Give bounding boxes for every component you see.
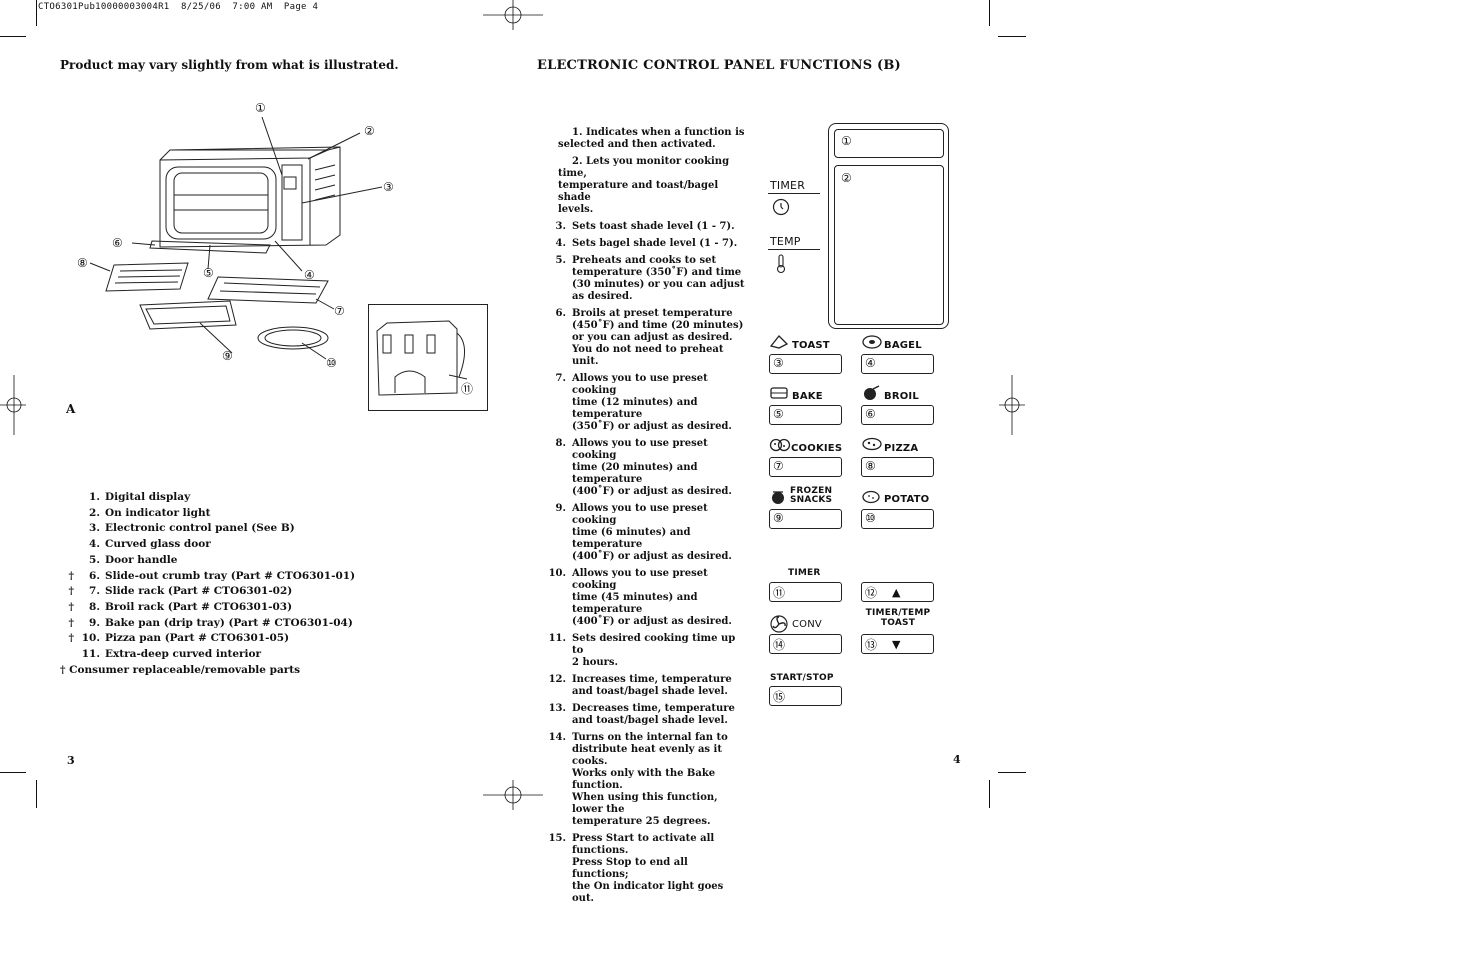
function-item: 14.Turns on the internal fan to distribu… bbox=[548, 732, 728, 827]
cookies-label: COOKIES bbox=[791, 443, 843, 454]
function-item: 9.Allows you to use preset cooking time … bbox=[555, 503, 732, 562]
parts-list-item: †7.Slide rack (Part # CTO6301-02) bbox=[68, 585, 293, 598]
callout-1: ① bbox=[255, 101, 266, 115]
callout-4: ④ bbox=[304, 268, 315, 282]
up-arrow-icon: ▲ bbox=[892, 586, 901, 599]
temp-label: TEMP bbox=[770, 235, 801, 248]
timer-label: TIMER bbox=[770, 179, 806, 192]
bagel-button[interactable]: ④ bbox=[861, 354, 934, 374]
callout-8: ⑧ bbox=[77, 256, 88, 270]
broil-label: BROIL bbox=[884, 391, 919, 402]
parts-list-item: 1.Digital display bbox=[89, 491, 191, 503]
function-item: 15.Press Start to activate all functions… bbox=[548, 833, 724, 904]
function-item: 3.Sets toast shade level (1 - 7). bbox=[555, 221, 735, 232]
callout-9: ⑨ bbox=[222, 349, 233, 363]
parts-list-item: †10.Pizza pan (Part # CTO6301-05) bbox=[68, 632, 290, 645]
function-item: 8.Allows you to use preset cooking time … bbox=[555, 438, 732, 497]
callout-5: ⑤ bbox=[203, 266, 214, 280]
parts-list-item: †8.Broil rack (Part # CTO6301-03) bbox=[68, 600, 293, 613]
timer-button[interactable]: ⑪ bbox=[769, 582, 842, 602]
toast-label: TOAST bbox=[792, 340, 830, 351]
bagel-icon bbox=[862, 335, 882, 349]
timer-underline bbox=[768, 193, 820, 194]
cookies-icon bbox=[769, 438, 791, 452]
function-item: 10.Allows you to use preset cooking time… bbox=[548, 568, 732, 627]
callout-3: ③ bbox=[383, 180, 394, 194]
pizza-label: PIZZA bbox=[884, 443, 919, 454]
digital-display: ② bbox=[834, 165, 944, 325]
parts-list-item: 2.On indicator light bbox=[89, 506, 211, 519]
registration-mark-bottom bbox=[483, 780, 543, 810]
function-list: 1. Indicates when a function is selected… bbox=[540, 127, 745, 910]
callout-10: ⑩ bbox=[326, 356, 337, 370]
inset-box: ⑪ bbox=[368, 304, 488, 411]
figure-label: A bbox=[66, 402, 76, 416]
function-item: 13.Decreases time, temperature and toast… bbox=[548, 703, 735, 726]
temp-underline bbox=[768, 249, 820, 250]
bake-label: BAKE bbox=[792, 391, 823, 402]
function-item: 11.Sets desired cooking time up to 2 hou… bbox=[548, 633, 736, 668]
start-stop-label: START/STOP bbox=[770, 673, 834, 683]
toast-icon bbox=[769, 335, 789, 349]
fan-icon bbox=[770, 615, 788, 633]
function-item: 4.Sets bagel shade level (1 - 7). bbox=[555, 238, 738, 249]
oven-side-illustration: ⑪ bbox=[376, 320, 473, 396]
callout-6: ⑥ bbox=[112, 236, 123, 250]
bagel-label: BAGEL bbox=[884, 340, 922, 351]
callout-7: ⑦ bbox=[334, 304, 345, 318]
page-number-left: 3 bbox=[67, 754, 75, 767]
function-item: 5.Preheats and cooks to set temperature … bbox=[555, 255, 745, 302]
function-item: 7.Allows you to use preset cooking time … bbox=[555, 373, 732, 432]
disclaimer: Product may vary slightly from what is i… bbox=[60, 58, 399, 72]
bake-button[interactable]: ⑤ bbox=[769, 405, 842, 425]
oven-illustration: ① ② ③ ④ ⑤ ⑥ ⑦ ⑧ ⑨ ⑩ bbox=[77, 101, 394, 370]
function-item: 2. Lets you monitor cooking time, temper… bbox=[558, 156, 730, 215]
registration-mark-left bbox=[0, 375, 26, 435]
page-number-right: 4 bbox=[953, 753, 961, 766]
bake-icon bbox=[770, 387, 788, 399]
conv-button[interactable]: ⑭ bbox=[769, 634, 842, 654]
parts-footnote: † Consumer replaceable/removable parts bbox=[60, 663, 301, 676]
broil-icon bbox=[864, 385, 880, 400]
clock-icon bbox=[772, 198, 790, 216]
callout-11: ⑪ bbox=[461, 382, 473, 396]
toast-button[interactable]: ③ bbox=[769, 354, 842, 374]
broil-button[interactable]: ⑥ bbox=[861, 405, 934, 425]
pizza-button[interactable]: ⑧ bbox=[861, 457, 934, 477]
thermometer-icon bbox=[776, 254, 786, 274]
registration-mark-top bbox=[483, 0, 543, 30]
down-arrow-icon: ▼ bbox=[892, 638, 901, 651]
indicator-window: ① bbox=[834, 129, 944, 158]
parts-list: 1.Digital display 2.On indicator light 3… bbox=[60, 490, 355, 678]
potato-button[interactable]: ⑩ bbox=[861, 509, 934, 529]
conv-label: CONV bbox=[792, 619, 822, 630]
page-title: ELECTRONIC CONTROL PANEL FUNCTIONS (B) bbox=[537, 58, 901, 73]
pizza-icon bbox=[862, 437, 882, 451]
parts-list-item: 4.Curved glass door bbox=[89, 538, 211, 551]
callout-2: ② bbox=[364, 124, 375, 138]
print-slug: CTO6301Pub10000003004R1 8/25/06 7:00 AM … bbox=[38, 2, 319, 12]
increase-button[interactable]: ⑫▲ bbox=[861, 582, 934, 602]
potato-icon bbox=[862, 490, 880, 504]
parts-list-item: 11.Extra-deep curved interior bbox=[81, 648, 262, 661]
function-item: 12.Increases time, temperature and toast… bbox=[548, 674, 732, 697]
parts-list-item: 3.Electronic control panel (See B) bbox=[89, 522, 295, 535]
potato-label: POTATO bbox=[884, 494, 930, 505]
decrease-button[interactable]: ⑬▼ bbox=[861, 634, 934, 654]
function-item: 1. Indicates when a function is selected… bbox=[558, 127, 745, 150]
function-item: 6.Broils at preset temperature (450˚F) a… bbox=[555, 308, 744, 367]
frozen-snacks-icon bbox=[772, 491, 784, 504]
start-stop-button[interactable]: ⑮ bbox=[769, 686, 842, 706]
registration-mark-right bbox=[999, 375, 1025, 435]
display-frame bbox=[828, 123, 949, 329]
parts-list-item: †6.Slide-out crumb tray (Part # CTO6301-… bbox=[68, 569, 356, 582]
parts-list-item: 5.Door handle bbox=[89, 553, 178, 566]
cookies-button[interactable]: ⑦ bbox=[769, 457, 842, 477]
frozen-snacks-button[interactable]: ⑨ bbox=[769, 509, 842, 529]
timer-button-label: TIMER bbox=[788, 568, 821, 578]
parts-list-item: †9.Bake pan (drip tray) (Part # CTO6301-… bbox=[68, 616, 353, 629]
